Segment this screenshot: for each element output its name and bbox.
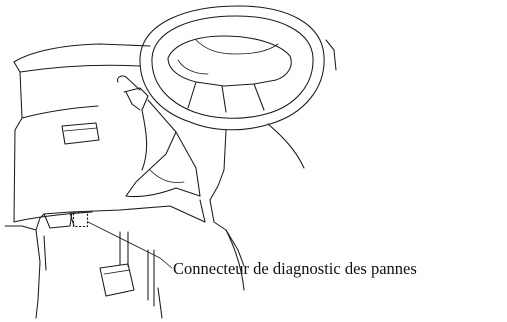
- brake-pedal: [100, 232, 134, 296]
- accelerator-pedal: [148, 250, 162, 318]
- air-vent: [62, 123, 99, 144]
- diagnostic-connector-label: Connecteur de diagnostic des pannes: [173, 259, 417, 279]
- steering-wheel: [140, 6, 324, 130]
- lower-dashboard: [36, 206, 244, 300]
- callout-leader-line: [88, 222, 172, 268]
- dashboard-right-edge: [200, 40, 336, 230]
- steering-column: [118, 76, 200, 197]
- dashboard-left-panel: [5, 44, 150, 230]
